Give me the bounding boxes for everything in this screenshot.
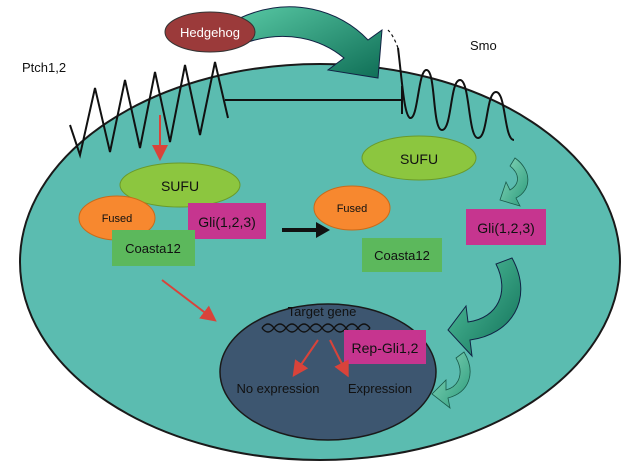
dissociation-arrow-head <box>316 222 330 238</box>
hedgehog-to-smo-arrow <box>239 6 383 79</box>
hedgehog-ligand <box>164 11 256 53</box>
gli-right <box>466 209 546 245</box>
fused-right-label: Fused <box>337 203 368 215</box>
sufu-left-label: SUFU <box>161 178 199 194</box>
gli-left <box>188 203 266 239</box>
coasta-left-label: Coasta12 <box>125 241 181 256</box>
expression-label: Expression <box>348 381 412 396</box>
smo-label: Smo <box>470 38 497 53</box>
rep-gli-label: Rep-Gli1,2 <box>352 340 419 356</box>
coasta-left <box>112 230 195 266</box>
complex-to-nucleus-arrow <box>161 279 217 322</box>
gli-left-label: Gli(1,2,3) <box>198 214 256 230</box>
smo-to-gli-arrow <box>499 157 529 207</box>
smo-receptor <box>397 47 515 141</box>
rep-gli <box>344 330 426 364</box>
fused-left-label: Fused <box>102 213 133 225</box>
expression-arrow <box>329 339 349 378</box>
expression-output-arrow <box>431 351 471 409</box>
sufu-left <box>119 162 241 208</box>
coasta-right <box>362 238 442 272</box>
sufu-right <box>361 135 477 181</box>
smo-dashed-tail <box>387 29 399 49</box>
fused-right <box>313 185 391 231</box>
ptch-label: Ptch1,2 <box>22 60 66 75</box>
gli-to-nucleus-arrow <box>447 257 522 358</box>
ptch-receptor <box>69 61 229 159</box>
sufu-right-label: SUFU <box>400 151 438 167</box>
gli-right-label: Gli(1,2,3) <box>477 220 535 236</box>
no-expression-label: No expression <box>236 381 319 396</box>
dna-helix-strand-2 <box>261 323 371 333</box>
hedgehog-label: Hedgehog <box>180 25 240 40</box>
no-expression-arrow <box>292 339 319 377</box>
coasta-right-label: Coasta12 <box>374 248 430 263</box>
target-gene-label: Target gene <box>288 304 357 319</box>
